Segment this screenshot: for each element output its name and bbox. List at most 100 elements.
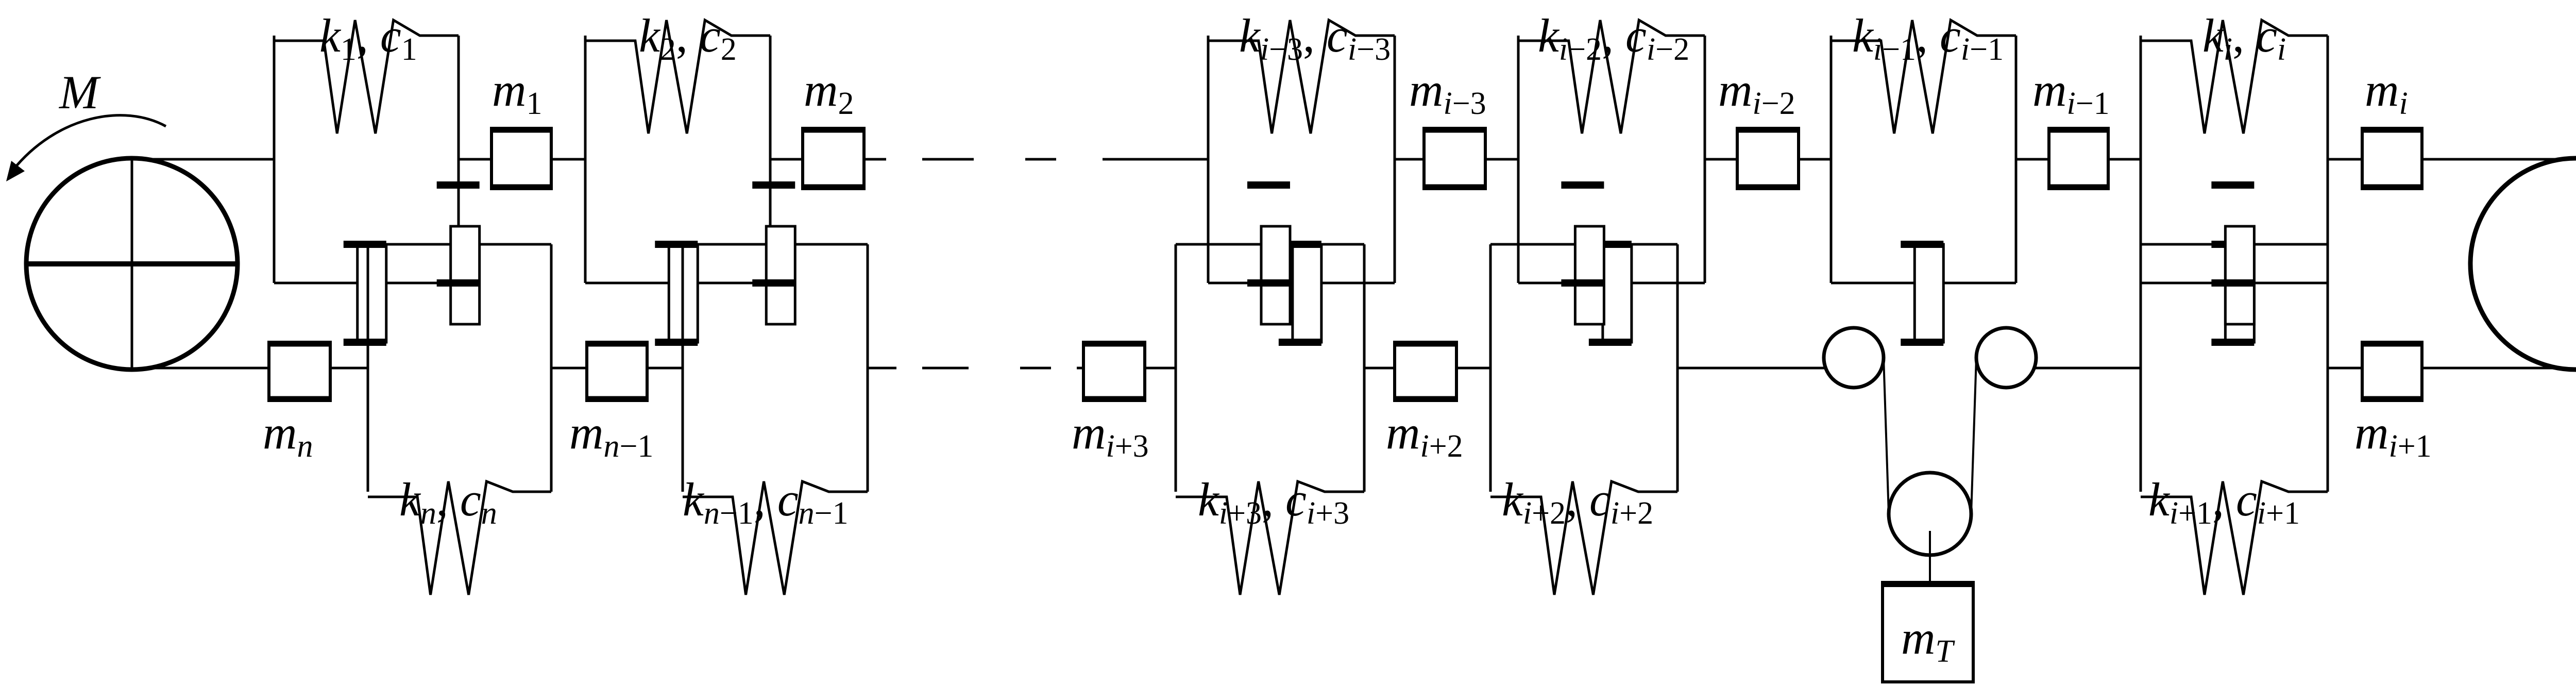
- spring-damper-unit: [1517, 18, 1706, 346]
- symbol: k: [2148, 473, 2171, 526]
- spring-icon: [1208, 18, 1395, 134]
- symbol: ,: [1566, 473, 1589, 526]
- spring-damper-unit: [2139, 181, 2329, 595]
- symbol: c: [1625, 9, 1647, 62]
- mass-box: [2361, 341, 2424, 402]
- mass-box: [801, 127, 866, 190]
- damper-cylinder: [1291, 243, 1323, 344]
- torque-arc: [12, 114, 167, 171]
- damper-cylinder: [1260, 225, 1292, 326]
- subscript: i: [1647, 32, 1655, 67]
- spring-icon: [2141, 18, 2328, 134]
- damper-icon: [655, 241, 699, 346]
- subscript: −1: [720, 496, 754, 531]
- tension-mass-box: [1881, 581, 1975, 683]
- subscript-index: i: [2399, 86, 2408, 121]
- driving-drum: [24, 156, 240, 372]
- symbol: ,: [2212, 473, 2236, 526]
- symbol: k: [1502, 473, 1524, 526]
- spring-icon: [1490, 479, 1677, 595]
- mass-block: [1082, 341, 1146, 402]
- subscript: +2: [1619, 496, 1653, 531]
- damper-icon: [752, 181, 796, 326]
- mass-block: [585, 341, 649, 402]
- bottom-unit-label: ki+3, ci+3: [1198, 473, 1349, 531]
- bottom-mass-label: mn−1: [569, 406, 653, 464]
- symbol: c: [1285, 473, 1307, 526]
- symbol: c: [460, 473, 481, 526]
- mass-block: [801, 127, 866, 190]
- torque-arrow-icon: [6, 114, 167, 181]
- spring-damper-unit: [1489, 181, 1679, 595]
- damper-icon: [436, 181, 481, 326]
- damper-cylinder: [449, 225, 481, 326]
- subscript: +2: [1532, 496, 1566, 531]
- mass-block: [1736, 127, 1800, 190]
- drum-circle: [2468, 156, 2576, 372]
- subscript: −1: [815, 496, 849, 531]
- spring-icon: [368, 479, 551, 595]
- subscript: i: [1961, 32, 1970, 67]
- mass-box: [267, 341, 332, 402]
- mass-box: [2361, 127, 2424, 190]
- top-unit-label: k1, c1: [319, 9, 417, 67]
- subscript: 1: [401, 32, 417, 67]
- symbol: m: [1409, 63, 1443, 116]
- subscript: −2: [1568, 32, 1602, 67]
- damper-cylinder: [1601, 243, 1633, 344]
- mass-box: [1082, 341, 1146, 402]
- spring-damper-unit: [366, 181, 553, 595]
- subscript: 2: [660, 32, 676, 67]
- guide-pulley-right: [1974, 326, 2038, 390]
- symbol: c: [380, 9, 401, 62]
- symbol: k: [639, 9, 661, 62]
- subscript-index: n: [297, 429, 313, 464]
- symbol: m: [1072, 406, 1106, 459]
- subscript: +1: [2266, 496, 2300, 531]
- mass-block: [2047, 127, 2110, 190]
- mass-box: [1422, 127, 1487, 190]
- subscript: −1: [1882, 32, 1916, 67]
- subscript: +2: [1429, 429, 1463, 464]
- symbol: c: [777, 473, 799, 526]
- symbol: ,: [1916, 9, 1940, 62]
- tension-mass-label: mT: [1901, 611, 1955, 669]
- subscript-index: i: [1443, 86, 1452, 121]
- symbol: ,: [1602, 9, 1625, 62]
- spring-damper-units: [273, 18, 2329, 595]
- damper-cylinder: [356, 243, 388, 344]
- symbol: k: [2202, 9, 2225, 62]
- damper-icon: [1561, 181, 1605, 326]
- symbol: ,: [2232, 9, 2256, 62]
- symbol: ,: [357, 9, 380, 62]
- damper-cylinder: [1573, 225, 1605, 326]
- bottom-unit-label: ki+2, ci+2: [1502, 473, 1653, 531]
- mass-box: [1736, 127, 1800, 190]
- subscript: i: [1307, 496, 1315, 531]
- subscript: +1: [2398, 429, 2432, 464]
- damper-cylinder: [1913, 243, 1945, 344]
- subscript: i: [1260, 32, 1269, 67]
- damper-icon: [1247, 181, 1292, 326]
- top-mass-label: mi: [2365, 63, 2408, 121]
- top-mass-label: mi−2: [1718, 63, 1795, 121]
- mass-box: [2047, 127, 2110, 190]
- damper-icon: [343, 241, 388, 346]
- spring-icon: [1831, 18, 2016, 134]
- symbol: k: [683, 473, 705, 526]
- subscript: n: [420, 496, 436, 531]
- symbol: k: [1538, 9, 1560, 62]
- subscript: +3: [1315, 496, 1349, 531]
- subscript-index: i: [1420, 429, 1429, 464]
- symbol: m: [2365, 63, 2399, 116]
- subscript: −3: [1357, 32, 1391, 67]
- bottom-unit-label: kn−1, cn−1: [683, 473, 849, 531]
- subscript-index: i: [1106, 429, 1114, 464]
- subscript: −1: [619, 429, 653, 464]
- mass-block: [2361, 127, 2424, 190]
- symbol: m: [1386, 406, 1420, 459]
- spring-icon: [585, 18, 770, 134]
- symbol: c: [2256, 9, 2277, 62]
- top-mass-label: m1: [492, 63, 542, 121]
